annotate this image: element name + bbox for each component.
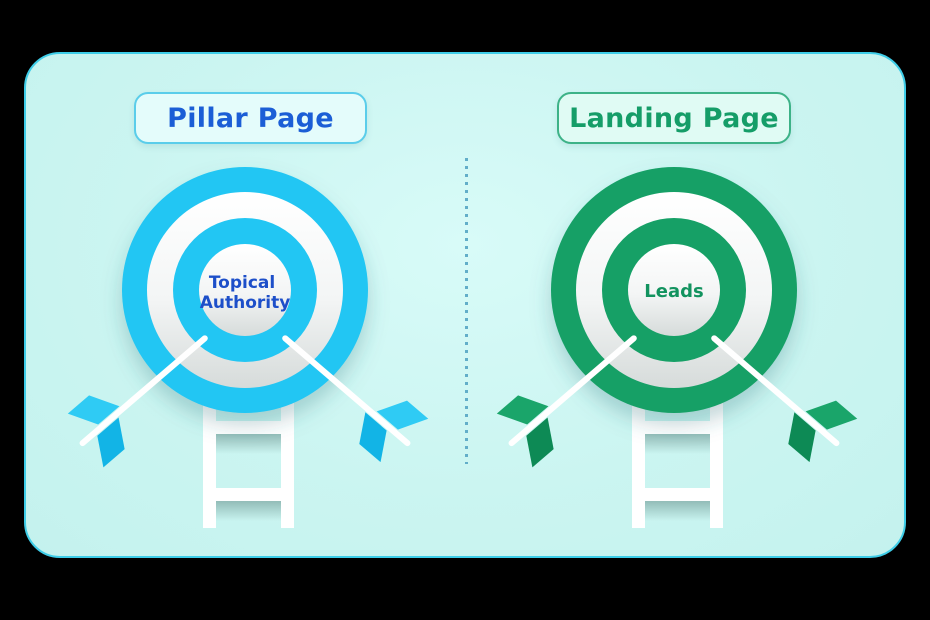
landing-page-label: Landing Page: [569, 102, 779, 134]
landing-target-bullseye: [628, 244, 720, 336]
pillar-ladder-rung: [210, 488, 288, 501]
landing-ladder-left-rail: [632, 400, 645, 528]
pillar-ladder-left-rail: [203, 400, 216, 528]
landing-arrow-left: [496, 335, 637, 468]
arrow-fletching: [788, 412, 816, 463]
pillar-ladder-right-rail: [281, 400, 294, 528]
pillar-page-label-pill: Pillar Page: [134, 92, 367, 144]
pillar-arrow-right: [282, 335, 429, 463]
arrow-fletching: [496, 395, 549, 425]
landing-page-label-pill: Landing Page: [557, 92, 791, 144]
pillar-target-bullseye: [199, 244, 291, 336]
pillar-ladder: [203, 400, 294, 528]
arrow-shaft: [711, 335, 840, 447]
landing-ladder-right-rail: [710, 400, 723, 528]
landing-ladder-rung-shadow: [645, 434, 710, 454]
pillar-ladder-rung-shadow: [216, 434, 281, 454]
landing-ladder-rung-shadow: [645, 501, 710, 521]
landing-target: [551, 167, 797, 413]
pillar-ladder-rung: [210, 421, 288, 434]
landing-ladder: [632, 400, 723, 528]
arrow-fletching: [526, 417, 554, 468]
arrow-shaft: [79, 335, 208, 447]
pillar-target-center-label: Topical Authority: [200, 273, 291, 313]
landing-arrow-right: [711, 335, 858, 463]
dotted-divider-line: [465, 158, 468, 464]
arrow-shaft: [282, 335, 411, 447]
landing-target-center-label: Leads: [644, 281, 703, 302]
arrow-fletching: [67, 395, 120, 425]
pillar-arrow-left: [67, 335, 208, 468]
arrow-fletching: [359, 412, 387, 463]
arrow-fletching: [805, 400, 858, 430]
landing-ladder-rung: [639, 488, 717, 501]
arrow-fletching: [376, 400, 429, 430]
pillar-ladder-rung-shadow: [216, 501, 281, 521]
pillar-page-label: Pillar Page: [167, 102, 334, 134]
landing-ladder-rung: [639, 421, 717, 434]
arrow-fletching: [97, 417, 125, 468]
pillar-target: [122, 167, 368, 413]
arrow-shaft: [508, 335, 637, 447]
